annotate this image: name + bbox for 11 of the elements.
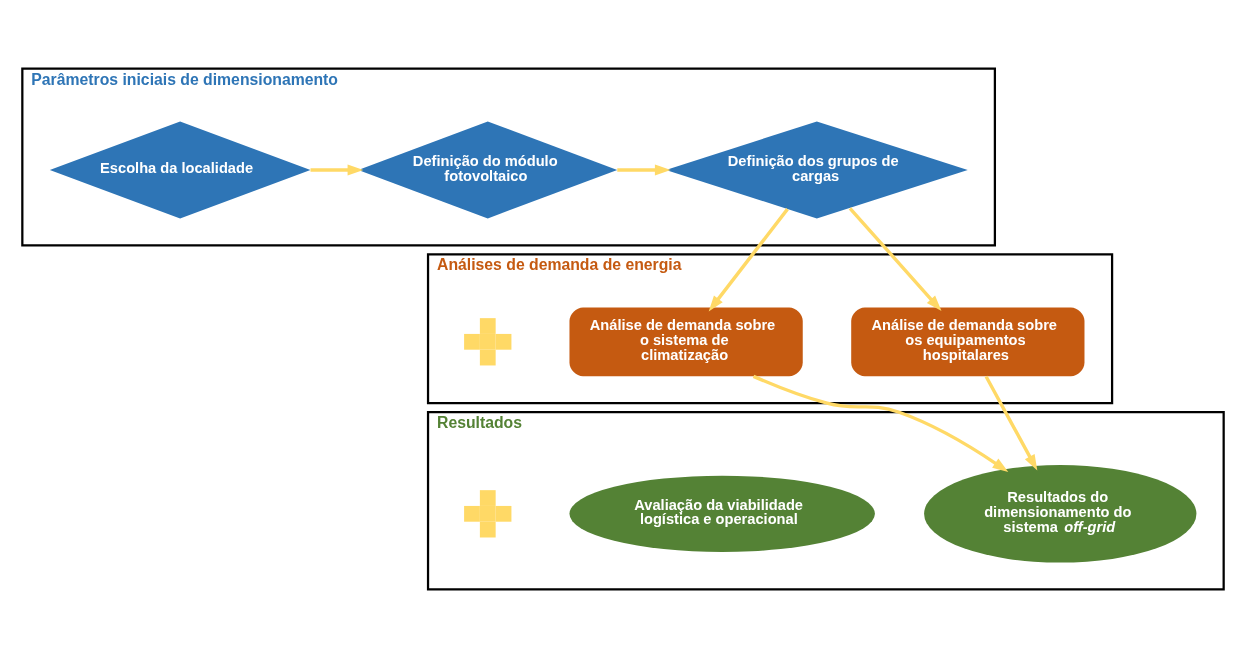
node-ellipse: Avaliação da viabilidade logística e operacional — [569, 475, 875, 552]
arrow — [708, 208, 789, 312]
arrow — [617, 164, 671, 176]
arrow — [310, 164, 364, 176]
node-ellipse: Resultados do dimensionamento do sistema off-grid — [924, 465, 1197, 563]
arrow — [848, 207, 942, 312]
node-diamond: Escolha da localidade — [49, 121, 311, 219]
arrow — [984, 375, 1038, 471]
node-box: Análise de demanda sobre os equipamentos hospitalares — [851, 307, 1085, 377]
node-box: Análise de demanda sobre o sistema de climatização — [569, 307, 803, 377]
arrow — [752, 374, 1009, 473]
